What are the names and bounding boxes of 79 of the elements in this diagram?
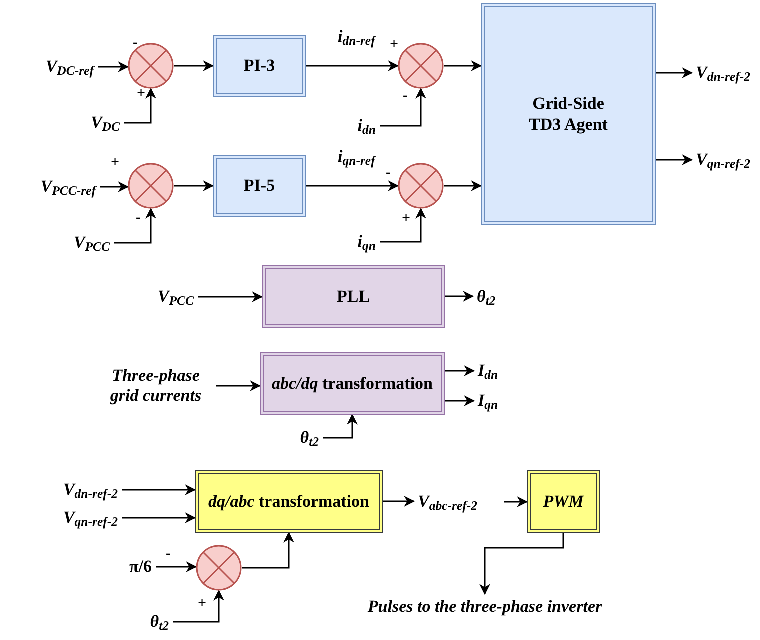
sign-label: - bbox=[136, 211, 141, 226]
signal-label: i$_{dn}$ bbox=[358, 116, 377, 136]
arrow bbox=[242, 532, 294, 569]
arrow bbox=[174, 180, 214, 192]
signal-label: V$_{qn-ref-2}$ bbox=[63, 508, 119, 528]
transformation-block bbox=[260, 352, 445, 415]
signal-label: V$_{dn-ref-2}$ bbox=[695, 63, 751, 83]
arrow bbox=[100, 182, 130, 192]
arrow bbox=[383, 496, 416, 507]
summing-junction bbox=[398, 43, 444, 89]
arrow bbox=[380, 88, 426, 127]
signal-label: Three-phase grid currents bbox=[109, 366, 203, 406]
arrow bbox=[122, 484, 196, 496]
block-label: dq/abc transformation bbox=[207, 490, 370, 512]
agent-block bbox=[481, 3, 656, 225]
arrow bbox=[114, 208, 156, 244]
arrow bbox=[656, 68, 694, 78]
block-label: Grid-Side TD3 Agent bbox=[528, 92, 609, 136]
summing-junction bbox=[398, 163, 444, 209]
arrow bbox=[122, 512, 196, 524]
signal-label: i$_{qn}$ bbox=[358, 232, 377, 252]
arrow bbox=[306, 60, 400, 72]
signal-label: I$_{dn}$ bbox=[476, 361, 498, 381]
signal-label: π/6 bbox=[129, 557, 153, 577]
sign-label: + bbox=[390, 38, 399, 53]
summing-junction bbox=[128, 163, 174, 209]
pi-controller-block bbox=[213, 35, 306, 97]
arrow bbox=[480, 533, 564, 596]
arrow bbox=[156, 562, 198, 572]
arrow bbox=[306, 180, 400, 192]
arrow bbox=[198, 292, 264, 302]
pwm-block bbox=[527, 470, 600, 533]
signal-label: V$_{PCC}$ bbox=[158, 287, 195, 307]
block-label: PI-5 bbox=[242, 175, 276, 197]
arrow bbox=[216, 380, 262, 392]
edge-label: i$_{dn-ref}$ bbox=[338, 26, 376, 50]
arrow bbox=[444, 180, 482, 192]
sign-label: + bbox=[402, 212, 411, 227]
arrow bbox=[445, 396, 476, 406]
sign-label: - bbox=[403, 89, 408, 104]
signal-label: V$_{qn-ref-2}$ bbox=[695, 150, 751, 170]
signal-label: V$_{PCC-ref}$ bbox=[40, 177, 98, 197]
block-label: PLL bbox=[336, 286, 372, 308]
signal-label: V$_{DC-ref}$ bbox=[46, 57, 96, 77]
sign-label: - bbox=[386, 166, 391, 181]
sign-label: + bbox=[137, 87, 146, 102]
arrow bbox=[380, 208, 426, 243]
signal-label: V$_{dn-ref-2}$ bbox=[63, 480, 119, 500]
signal-label: V$_{DC}$ bbox=[90, 113, 121, 133]
pll-block bbox=[262, 265, 445, 328]
sign-label: + bbox=[198, 597, 207, 612]
summing-junction bbox=[196, 545, 242, 591]
transformation-block bbox=[195, 470, 383, 533]
block-label: PWM bbox=[542, 490, 586, 512]
sign-label: - bbox=[133, 36, 138, 51]
signal-label: θ$_{t2}$ bbox=[150, 612, 170, 632]
arrow bbox=[444, 60, 482, 72]
arrow bbox=[445, 291, 474, 302]
arrow bbox=[124, 88, 156, 124]
arrow bbox=[445, 366, 476, 376]
sign-label: - bbox=[166, 547, 171, 562]
arrow bbox=[504, 496, 528, 508]
signal-label: I$_{qn}$ bbox=[476, 391, 498, 411]
signal-label: θ$_{t2}$ bbox=[300, 428, 320, 448]
arrow bbox=[323, 414, 358, 439]
edge-label: i$_{qn-ref}$ bbox=[338, 146, 376, 170]
signal-label: V$_{abc-ref-2}$ bbox=[417, 492, 478, 512]
arrow bbox=[173, 590, 224, 623]
summing-junction bbox=[128, 43, 174, 89]
sign-label: + bbox=[111, 156, 120, 171]
block-label: abc/dq transformation bbox=[270, 372, 434, 394]
pi-controller-block bbox=[213, 155, 306, 217]
block-label: PI-3 bbox=[242, 55, 276, 77]
signal-label: V$_{PCC}$ bbox=[74, 233, 111, 253]
signal-label: Pulses to the three-phase inverter bbox=[368, 597, 602, 617]
arrow bbox=[656, 154, 694, 166]
arrow bbox=[174, 60, 214, 72]
signal-label: θ$_{t2}$ bbox=[476, 287, 496, 307]
arrow bbox=[98, 62, 130, 72]
